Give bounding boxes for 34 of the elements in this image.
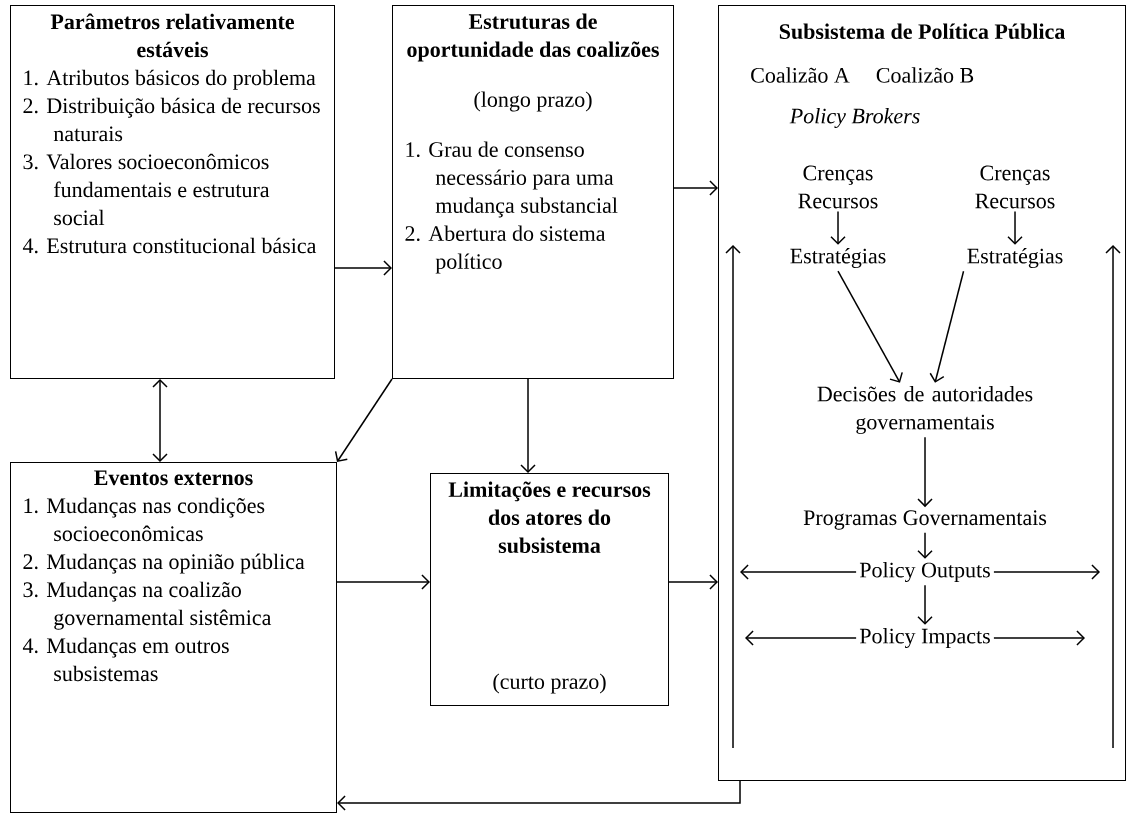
text-box: Limitações e recursos dos atores do subsistema (curto prazo): [430, 473, 669, 706]
text-box: Parâmetros relativamente estáveis 1. Atributos básicos do problema 2. Distribuição básica de recursos naturais 3. Valores socioeconômicos fundamentais e estrutura social 4. Estrutura constitucional básica: [10, 5, 335, 379]
arrow: [993, 564, 1100, 580]
arrow: [334, 378, 393, 462]
text-box: Estruturas de oportunidade das coalizões (longo prazo) 1. Grau de consenso necessário para uma mudança substancial 2. Abertura do sistema político: [392, 5, 674, 379]
label-text: Programas Governamentais: [803, 510, 1047, 530]
arrow: [334, 260, 392, 276]
label-text: Crenças Recursos: [975, 165, 1055, 209]
label-text: Decisões de autoridades governamentais: [817, 386, 1033, 434]
arrow: [152, 379, 168, 462]
label-text: Estratégias: [967, 247, 1063, 269]
label-text: Policy Impacts: [859, 628, 990, 648]
arrow: [993, 630, 1085, 646]
arrow: [337, 780, 741, 811]
arrow: [837, 270, 903, 383]
label-text: Crenças Recursos: [798, 165, 878, 209]
label-text: Policy Brokers: [789, 108, 920, 128]
text-box: Eventos externos 1. Mudanças nas condições socioeconômicas 2. Mudanças na opinião pública 3. Mudanças na coalizão governamental sistêmica 4. Mudanças em outros subsistemas: [10, 462, 337, 813]
arrow: [917, 436, 933, 508]
arrow: [745, 630, 857, 646]
label-text: Estratégias: [790, 247, 886, 269]
label-text: Coalizão B: [876, 67, 974, 83]
arrow: [917, 532, 933, 559]
arrow: [740, 564, 857, 580]
arrow: [1007, 210, 1023, 245]
arrow: [830, 210, 846, 245]
arrow: [668, 574, 718, 590]
label-text: Coalizão A: [751, 67, 850, 83]
arrow: [520, 378, 536, 473]
arrow: [917, 584, 933, 625]
label-text: Policy Outputs: [859, 562, 990, 582]
arrow: [673, 180, 718, 196]
arrow: [336, 574, 430, 590]
arrow: [929, 270, 965, 383]
